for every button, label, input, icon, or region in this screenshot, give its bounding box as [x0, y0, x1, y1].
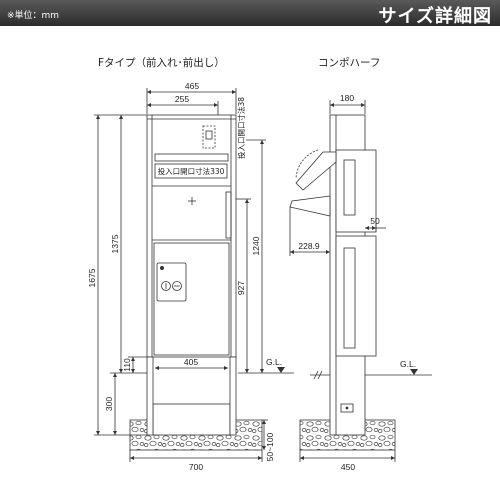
dim-180: 180	[340, 93, 354, 103]
post-body	[146, 114, 237, 358]
open-lid	[295, 151, 337, 191]
lid-swing-arc	[295, 149, 319, 179]
anchor-plate	[152, 403, 231, 436]
front-view-title: Fタイプ（前入れ･前出し）	[98, 56, 225, 69]
dim-50: 50	[370, 216, 380, 226]
dim-1375: 1375	[110, 234, 120, 253]
slot-label-horizontal: 投入口開口寸法330	[158, 166, 225, 176]
gl-marker-side	[410, 369, 418, 375]
side-view-title: コンポハーフ	[318, 57, 380, 69]
slot-label-vertical: 投入口開口寸法38	[236, 97, 246, 159]
anchor-mark	[340, 403, 354, 413]
gl-break-mark	[313, 370, 323, 380]
unit-note: ※単位：mm	[7, 11, 60, 21]
slot-label-box	[154, 163, 228, 179]
dial-right	[172, 281, 182, 291]
dim-1240: 1240	[251, 236, 261, 255]
insert-slot	[154, 153, 229, 162]
upper-box-window	[343, 159, 356, 216]
open-flap	[289, 195, 331, 217]
hinge	[225, 191, 232, 239]
slot-gauge-inner	[205, 130, 213, 140]
lower-door	[153, 242, 230, 356]
dim-110: 110	[122, 358, 132, 372]
lock-indicator	[159, 265, 164, 270]
front-view-lines	[94, 88, 294, 462]
lower-box-side	[335, 235, 377, 357]
dim-927: 927	[236, 281, 246, 295]
dim-405: 405	[184, 357, 198, 367]
dial-left	[161, 281, 171, 291]
dim-1675: 1675	[87, 268, 97, 287]
dim-465: 465	[185, 81, 199, 91]
dim-300: 300	[104, 397, 114, 411]
header-bar: ※単位：mm サイズ詳細図	[0, 0, 500, 27]
gl-label-side: G.L.	[400, 359, 416, 369]
lower-box-window	[343, 247, 356, 349]
gl-marker-front	[277, 367, 285, 373]
dim-450: 450	[341, 462, 355, 472]
dim-50-100: 50~100	[265, 432, 275, 461]
anchor-dot	[345, 406, 349, 410]
upper-box-side	[335, 149, 377, 233]
dim-255: 255	[175, 94, 189, 104]
lock-panel	[156, 262, 187, 302]
gl-label-front: G.L.	[266, 357, 282, 367]
side-view-lines	[289, 100, 432, 462]
dim-700: 700	[189, 462, 203, 472]
leg-right	[229, 356, 237, 436]
page-title: サイズ詳細図	[378, 6, 492, 27]
leg-left	[146, 356, 154, 436]
slot-gauge	[202, 125, 216, 149]
dim-228-9: 228.9	[298, 241, 320, 251]
